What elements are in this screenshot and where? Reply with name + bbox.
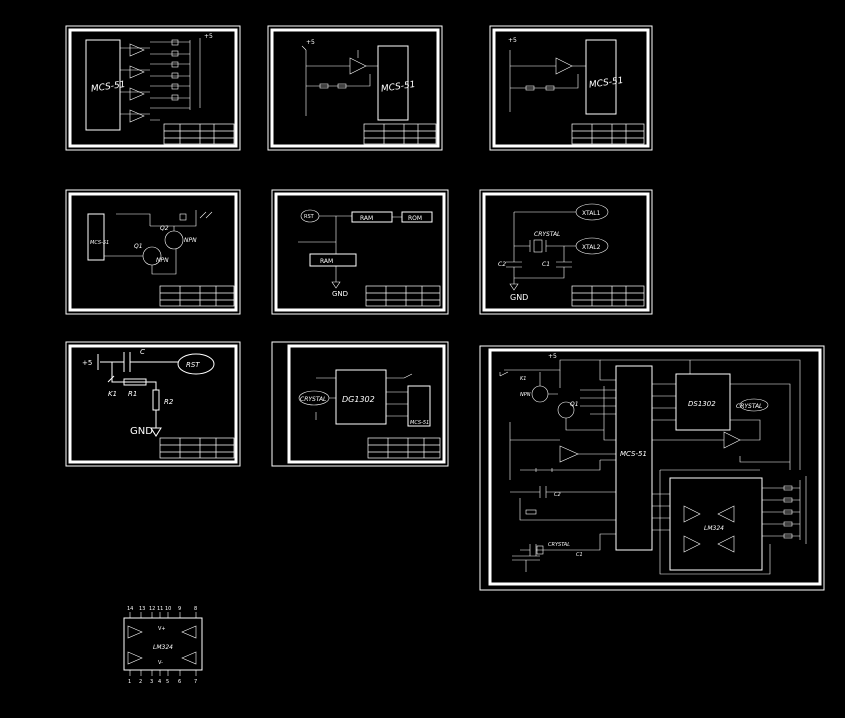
main-chip-label: MCS-51	[620, 450, 647, 458]
crystal2-label: CRYSTAL	[548, 542, 570, 548]
q1-label: Q1	[134, 243, 143, 250]
npn1-label: NPN	[156, 257, 169, 264]
sheet-rtc-ds1302[interactable]: DG1302 MCS-51 CRYSTAL	[271, 341, 449, 467]
sheet-reset-circuit[interactable]: +5 RST C K1 R1 R2 GND	[65, 341, 241, 467]
pin-3: 3	[150, 679, 153, 685]
crystal-label: CRYSTAL	[300, 396, 326, 403]
k1-label: K1	[108, 390, 117, 398]
supply-label: +5	[548, 353, 557, 360]
sheet-reset-memory[interactable]: RST RAM ROM RAM GND	[271, 189, 449, 315]
crystal-label: CRYSTAL	[534, 231, 560, 238]
mcs-label: MCS-51	[410, 420, 429, 426]
rst-label: RST	[186, 361, 200, 369]
block1-label: RAM	[360, 215, 373, 222]
legend-vcc-label: V+	[158, 626, 166, 632]
chip-label: MCS-51	[90, 240, 109, 246]
pin-4: 4	[158, 679, 161, 685]
block3-label: RAM	[320, 258, 333, 265]
sheet-mcs51-opamp-a[interactable]: MCS-51 +5	[267, 25, 443, 151]
c1-label: C1	[542, 261, 550, 268]
c2-label: C2	[554, 492, 561, 498]
rtc-chip-label: DG1302	[342, 395, 375, 404]
supply-label: +5	[82, 359, 92, 367]
crystal-label: CRYSTAL	[736, 403, 762, 410]
pin-6: 6	[178, 679, 181, 685]
top-pin-numbers: 14 13 12 11 10 9 8	[127, 606, 197, 612]
npn-label: NPN	[520, 392, 531, 398]
r2-label: R2	[164, 398, 174, 406]
chip-label: MCS-51	[380, 80, 416, 95]
q2-label: Q2	[160, 225, 169, 232]
chip-label: MCS-51	[588, 76, 624, 91]
rst-node-label: RST	[304, 214, 315, 220]
xtal1-label: XTAL1	[582, 210, 601, 217]
supply-label: +5	[204, 33, 213, 40]
pin-12: 12	[149, 606, 155, 612]
supply-label: +5	[306, 39, 315, 46]
pin-8: 8	[194, 606, 197, 612]
pin-11: 11	[157, 606, 163, 612]
sheet-mcs51-led-drivers[interactable]: MCS-51 +5	[65, 25, 241, 151]
rtc-label: DS1302	[688, 400, 716, 408]
gnd-label: GND	[510, 293, 528, 302]
chip-label: MCS-51	[90, 80, 126, 95]
pin-13: 13	[139, 606, 145, 612]
pin-5: 5	[166, 679, 169, 685]
pin-1: 1	[128, 679, 131, 685]
sheet-transistor-driver[interactable]: MCS-51 Q1 NPN Q2 NPN	[65, 189, 241, 315]
sheet-main-schematic[interactable]: MCS-51 DS1302 CRYSTAL LM324 +5 K1 Q1 NPN…	[479, 345, 825, 591]
supply-label: +5	[508, 37, 517, 44]
sheet-crystal-oscillator[interactable]: XTAL1 XTAL2 CRYSTAL C2 C1 GND	[479, 189, 653, 315]
r1-label: R1	[128, 390, 137, 398]
gnd-label: GND	[130, 426, 153, 437]
xtal2-label: XTAL2	[582, 244, 601, 251]
npn2-label: NPN	[184, 237, 197, 244]
q1-label: Q1	[570, 401, 579, 408]
opamp-label: LM324	[704, 525, 724, 532]
bottom-pin-numbers: 1 2 3 4 5 6 7	[128, 679, 197, 685]
block2-label: ROM	[408, 215, 422, 222]
pin-2: 2	[139, 679, 142, 685]
pin-9: 9	[178, 606, 181, 612]
c1-label: C1	[576, 552, 583, 558]
legend-vee-label: V-	[158, 660, 163, 666]
sheet-mcs51-opamp-b[interactable]: MCS-51 +5	[489, 25, 653, 151]
legend-chip-label: LM324	[153, 644, 173, 651]
k1-label: K1	[520, 376, 526, 382]
gnd-label: GND	[332, 290, 348, 298]
pin-10: 10	[165, 606, 171, 612]
pin-14: 14	[127, 606, 133, 612]
c2-label: C2	[498, 261, 506, 268]
pin-7: 7	[194, 679, 197, 685]
cap-label: C	[140, 348, 145, 356]
lm324-pinout-legend[interactable]: LM324 V+ V- 14 13 12 11 10 9 8 1 2 3 4 5…	[123, 606, 203, 685]
